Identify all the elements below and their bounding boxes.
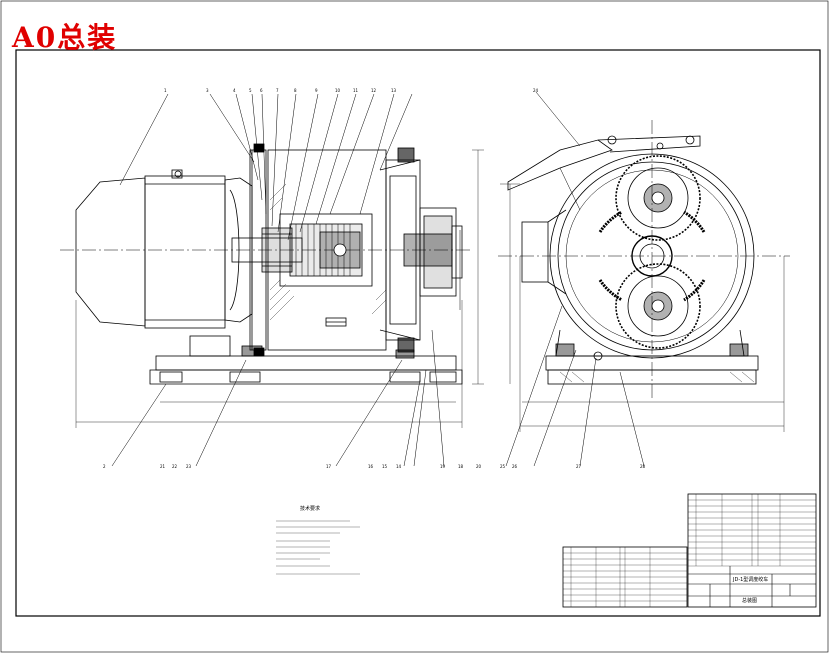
- callout-label: 6: [260, 88, 263, 93]
- callout-label: 2: [103, 464, 106, 469]
- callout-label: 25: [500, 464, 506, 469]
- callout-label: 8: [294, 88, 297, 93]
- callout-label: 10: [335, 88, 341, 93]
- side-view: [498, 91, 790, 467]
- callout-label: 4: [233, 88, 236, 93]
- callout-label: 17: [326, 464, 332, 469]
- callout-label: 21: [160, 464, 166, 469]
- callout-label: 12: [371, 88, 377, 93]
- callout-label: 1: [164, 88, 167, 93]
- requirements-title: 技术要求: [300, 506, 321, 512]
- parts-list: [562, 493, 817, 608]
- title-block-name: JD-1型调度绞车: [733, 577, 769, 583]
- callout-label: 7: [276, 88, 279, 93]
- callout-label: 28: [640, 464, 646, 469]
- callout-label: 27: [576, 464, 582, 469]
- callout-label: 19: [440, 464, 446, 469]
- tech-requirements-block: [276, 520, 360, 575]
- callout-label: 23: [186, 464, 192, 469]
- callout-label: 15: [382, 464, 388, 469]
- callout-label: 24: [533, 88, 539, 93]
- callout-label: 5: [249, 88, 252, 93]
- callout-label: 11: [353, 88, 359, 93]
- callout-label: 26: [512, 464, 518, 469]
- callout-label: 3: [206, 88, 209, 93]
- drawing-frame: [15, 49, 821, 617]
- title-block-sub: 总装图: [742, 598, 758, 604]
- callout-label: 16: [368, 464, 374, 469]
- drawing-title-stamp: A0总装: [12, 21, 118, 54]
- callout-label: 13: [391, 88, 397, 93]
- drum-outer-circle: [549, 153, 755, 359]
- callout-label: 14: [396, 464, 402, 469]
- callout-label: 9: [315, 88, 318, 93]
- front-view: [60, 93, 484, 467]
- callout-label: 22: [172, 464, 178, 469]
- brake-handle: [507, 139, 613, 191]
- callout-label: 20: [476, 464, 482, 469]
- callout-label: 18: [458, 464, 464, 469]
